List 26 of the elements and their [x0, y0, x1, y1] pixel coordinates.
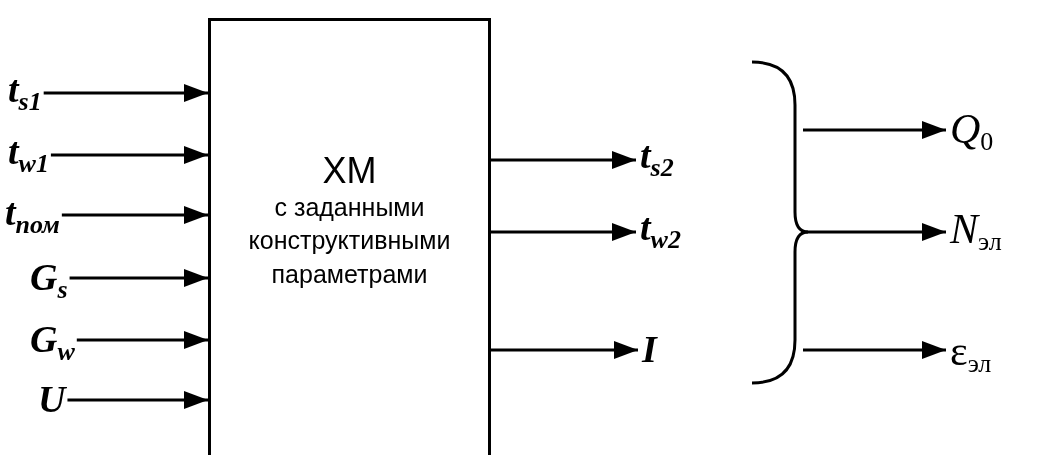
parameter-label: t$_{пом}$ — [5, 193, 60, 238]
parameter-label: G$_{s}$ — [30, 258, 68, 303]
arrow — [491, 151, 636, 169]
arrow — [491, 341, 638, 359]
arrow — [69, 269, 208, 287]
arrow — [50, 146, 208, 164]
parameter-label: t$_{s1}$ — [8, 70, 42, 115]
arrow — [76, 331, 208, 349]
arrow — [803, 121, 946, 139]
parameter-label: G$_{w}$ — [30, 320, 75, 365]
box-title: ХМ — [322, 151, 377, 191]
arrow — [61, 206, 208, 224]
parameter-label: t$_{w1}$ — [8, 132, 49, 177]
output-variable: ε$_{эл}$ — [950, 330, 992, 377]
box-description: с заданными конструктивными параметрами — [247, 191, 452, 291]
arrow — [491, 223, 636, 241]
parameter-label: t$_{w2}$ — [640, 208, 681, 253]
parameter-label: I — [642, 330, 657, 368]
output-variable: N$_{эл}$ — [950, 208, 1002, 255]
arrow — [67, 391, 208, 409]
parameter-label: t$_{s2}$ — [640, 136, 674, 181]
arrow — [43, 84, 208, 102]
parameter-label: U — [38, 380, 66, 418]
output-variable: Q$_{0}$ — [950, 108, 994, 155]
arrow — [803, 341, 946, 359]
process-box — [208, 18, 491, 455]
